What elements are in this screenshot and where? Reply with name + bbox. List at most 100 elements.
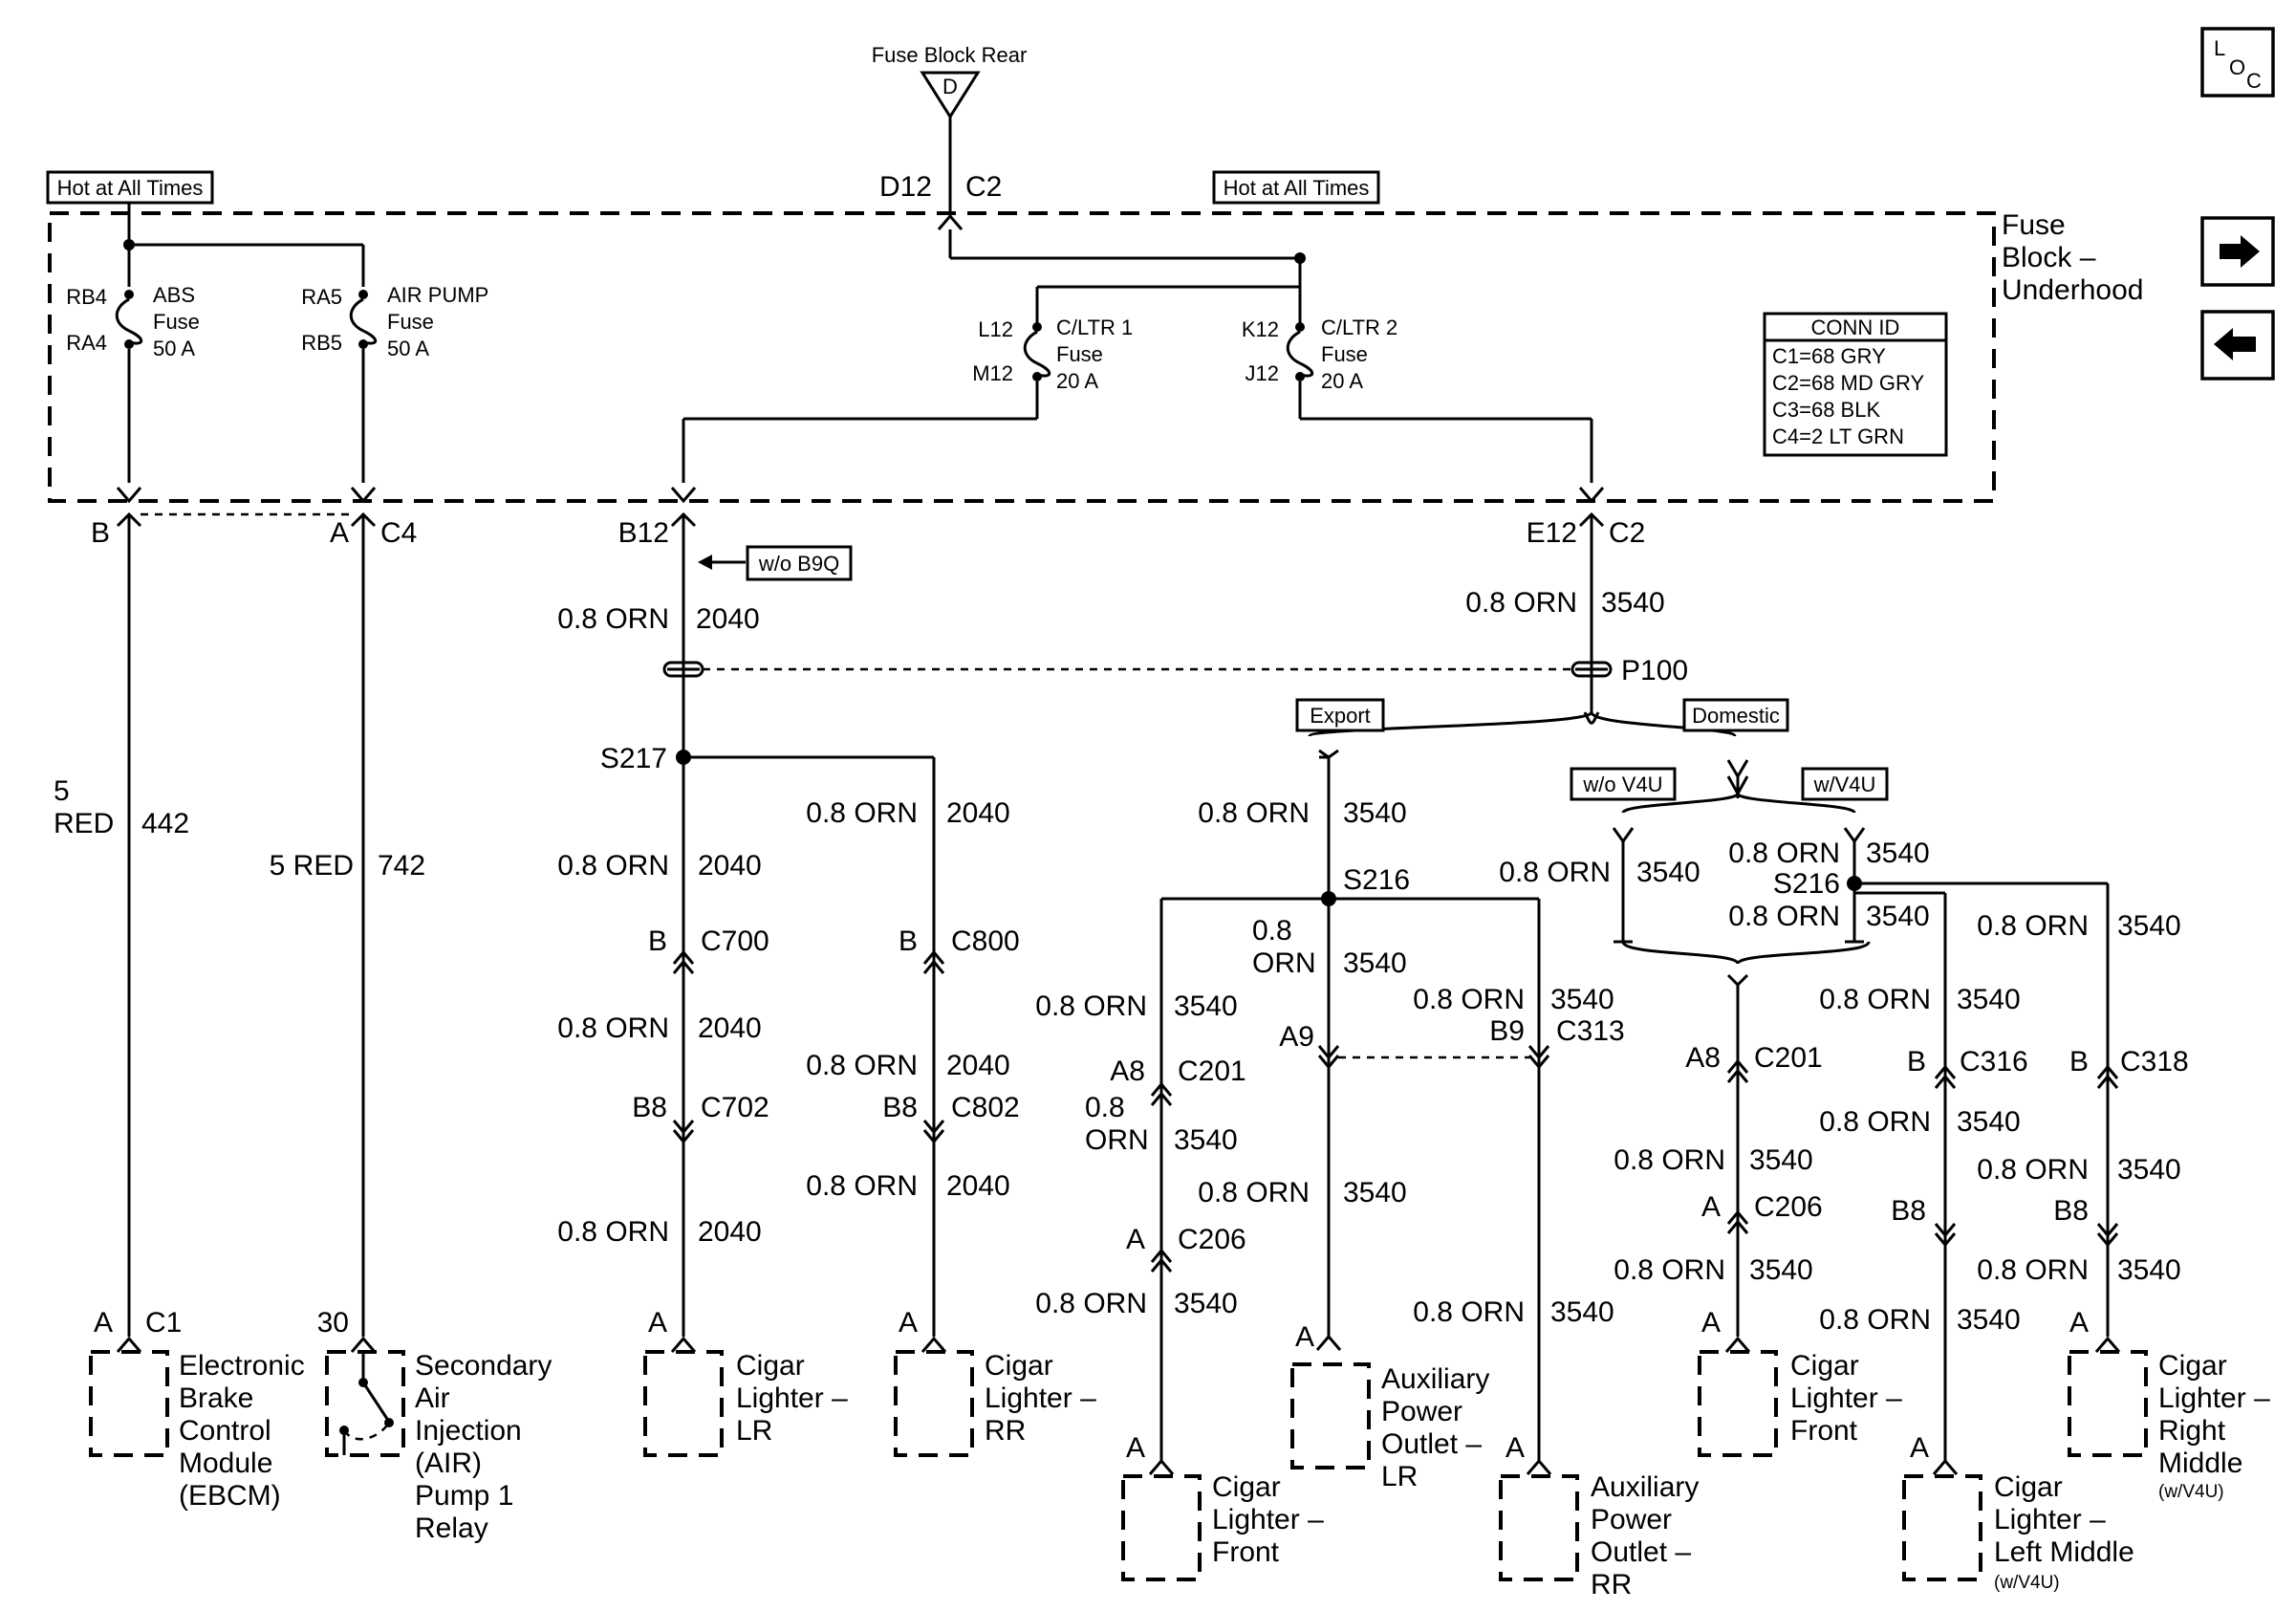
svg-text:Cigar: Cigar [1994, 1471, 2063, 1503]
svg-text:3540: 3540 [1601, 587, 1665, 619]
svg-text:S216: S216 [1773, 868, 1840, 900]
hot-at-all-times-label-right [1212, 170, 1380, 205]
svg-text:C/LTR 2: C/LTR 2 [1321, 316, 1397, 339]
svg-text:AIR PUMP: AIR PUMP [387, 283, 488, 307]
fuse-block-title-1: Fuse [2002, 209, 2066, 241]
svg-text:S217: S217 [600, 743, 667, 774]
cigar-lighter-rr-box [894, 1350, 974, 1457]
air-relay-label: Secondary Air Injection (AIR) Pump 1 Rel… [415, 1350, 552, 1544]
svg-text:0.8 ORN: 0.8 ORN [557, 603, 669, 635]
svg-text:0.8 ORN: 0.8 ORN [1977, 910, 2089, 942]
svg-text:RR: RR [1591, 1569, 1632, 1600]
svg-text:C1=68 GRY: C1=68 GRY [1772, 344, 1886, 368]
svg-text:Brake: Brake [179, 1382, 253, 1414]
svg-text:Hot at All Times: Hot at All Times [57, 176, 204, 200]
svg-text:A: A [1126, 1224, 1145, 1255]
svg-text:Injection: Injection [415, 1415, 522, 1447]
svg-text:M12: M12 [972, 361, 1013, 385]
svg-text:Left Middle: Left Middle [1994, 1536, 2134, 1568]
svg-text:3540: 3540 [1550, 1296, 1614, 1328]
svg-text:B8: B8 [632, 1092, 667, 1123]
svg-text:Air: Air [415, 1382, 450, 1414]
svg-text:2040: 2040 [946, 1050, 1010, 1081]
svg-text:0.8 ORN: 0.8 ORN [557, 1012, 669, 1044]
svg-text:C313: C313 [1556, 1015, 1625, 1047]
svg-text:Power: Power [1591, 1504, 1672, 1535]
forward-arrow-icon[interactable] [2200, 216, 2275, 287]
cigar-lighter-front-2-label: Cigar Lighter – Front [1790, 1350, 1902, 1447]
svg-text:3540: 3540 [1866, 901, 1930, 932]
svg-text:0.8: 0.8 [1085, 1092, 1125, 1123]
loc-icon[interactable]: L O C [2200, 27, 2275, 98]
svg-text:2040: 2040 [698, 1012, 762, 1044]
svg-text:Lighter –: Lighter – [2158, 1382, 2270, 1414]
back-arrow-icon[interactable] [2200, 310, 2275, 381]
ebcm-component-box [89, 1350, 169, 1457]
svg-text:3540: 3540 [1174, 1288, 1238, 1319]
svg-text:w/o B9Q: w/o B9Q [758, 552, 839, 576]
svg-text:Right: Right [2158, 1415, 2226, 1447]
svg-text:E12: E12 [1527, 517, 1577, 549]
air-relay-component-box [325, 1350, 405, 1457]
svg-text:0.8 ORN: 0.8 ORN [1819, 1304, 1931, 1336]
pin-c2-top: C2 [965, 171, 1002, 203]
cigar-lighter-lr-label: Cigar Lighter – LR [736, 1350, 848, 1447]
fuse-block-rear-label: Fuse Block Rear [872, 43, 1028, 67]
svg-text:C702: C702 [701, 1092, 769, 1123]
svg-text:0.8 ORN: 0.8 ORN [1819, 984, 1931, 1015]
svg-text:3540: 3540 [1957, 984, 2021, 1015]
svg-text:B9: B9 [1489, 1015, 1525, 1047]
svg-text:C201: C201 [1754, 1042, 1823, 1074]
svg-text:Export: Export [1310, 704, 1371, 728]
svg-text:0.8 ORN: 0.8 ORN [1413, 1296, 1525, 1328]
svg-text:2040: 2040 [946, 797, 1010, 829]
svg-text:Lighter –: Lighter – [1212, 1504, 1324, 1535]
fuse-block-title-2: Block – [2002, 242, 2096, 273]
aux-outlet-lr-box [1290, 1362, 1371, 1469]
svg-text:0.8 ORN: 0.8 ORN [1977, 1154, 2089, 1186]
svg-text:5: 5 [54, 775, 70, 807]
svg-text:LR: LR [1381, 1461, 1418, 1492]
air-pump-fuse: RA5 RB5 AIR PUMP Fuse 50 A [301, 283, 488, 360]
svg-text:C316: C316 [1960, 1046, 2028, 1078]
svg-text:Pump 1: Pump 1 [415, 1480, 513, 1512]
svg-text:A8: A8 [1110, 1056, 1145, 1087]
fuse-block-title-3: Underhood [2002, 274, 2143, 306]
svg-text:C802: C802 [951, 1092, 1020, 1123]
svg-text:(AIR): (AIR) [415, 1448, 482, 1479]
svg-text:Auxiliary: Auxiliary [1381, 1363, 1489, 1395]
pin-d12: D12 [879, 171, 932, 203]
svg-text:5 RED: 5 RED [270, 850, 354, 882]
svg-text:RA4: RA4 [66, 331, 107, 355]
cigar-lighter-left-middle-box [1902, 1474, 1982, 1581]
svg-text:A: A [1126, 1432, 1145, 1464]
svg-text:Cigar: Cigar [1212, 1471, 1281, 1503]
svg-text:Front: Front [1790, 1415, 1858, 1447]
svg-text:C800: C800 [951, 925, 1020, 957]
svg-text:A: A [330, 517, 349, 549]
svg-text:Lighter –: Lighter – [1994, 1504, 2106, 1535]
svg-text:C/LTR 1: C/LTR 1 [1056, 316, 1133, 339]
svg-text:B: B [2069, 1046, 2089, 1078]
cigar-lighter-lr-box [643, 1350, 724, 1457]
svg-text:L12: L12 [978, 317, 1013, 341]
svg-text:(w/V4U): (w/V4U) [2158, 1482, 2224, 1502]
svg-text:0.8: 0.8 [1252, 915, 1292, 947]
svg-text:3540: 3540 [1343, 797, 1407, 829]
svg-text:B: B [91, 517, 110, 549]
svg-text:0.8 ORN: 0.8 ORN [557, 850, 669, 882]
aux-outlet-rr-box [1499, 1474, 1579, 1581]
conn-id-table: CONN ID C1=68 GRY C2=68 MD GRY C3=68 BLK… [1763, 312, 1948, 457]
svg-text:3540: 3540 [1343, 1177, 1407, 1208]
svg-text:0.8 ORN: 0.8 ORN [1499, 857, 1611, 888]
cigar-lighter-rr-label: Cigar Lighter – RR [985, 1350, 1096, 1447]
svg-text:3540: 3540 [1957, 1304, 2021, 1336]
svg-text:O: O [2229, 55, 2245, 79]
wo-v4u-label [1570, 767, 1677, 801]
svg-text:A: A [1701, 1307, 1721, 1339]
svg-text:0.8 ORN: 0.8 ORN [1614, 1144, 1725, 1176]
cigar-lighter-front-2-box [1698, 1350, 1778, 1457]
hot-at-all-times-label-left [46, 170, 214, 205]
svg-text:Power: Power [1381, 1396, 1462, 1427]
